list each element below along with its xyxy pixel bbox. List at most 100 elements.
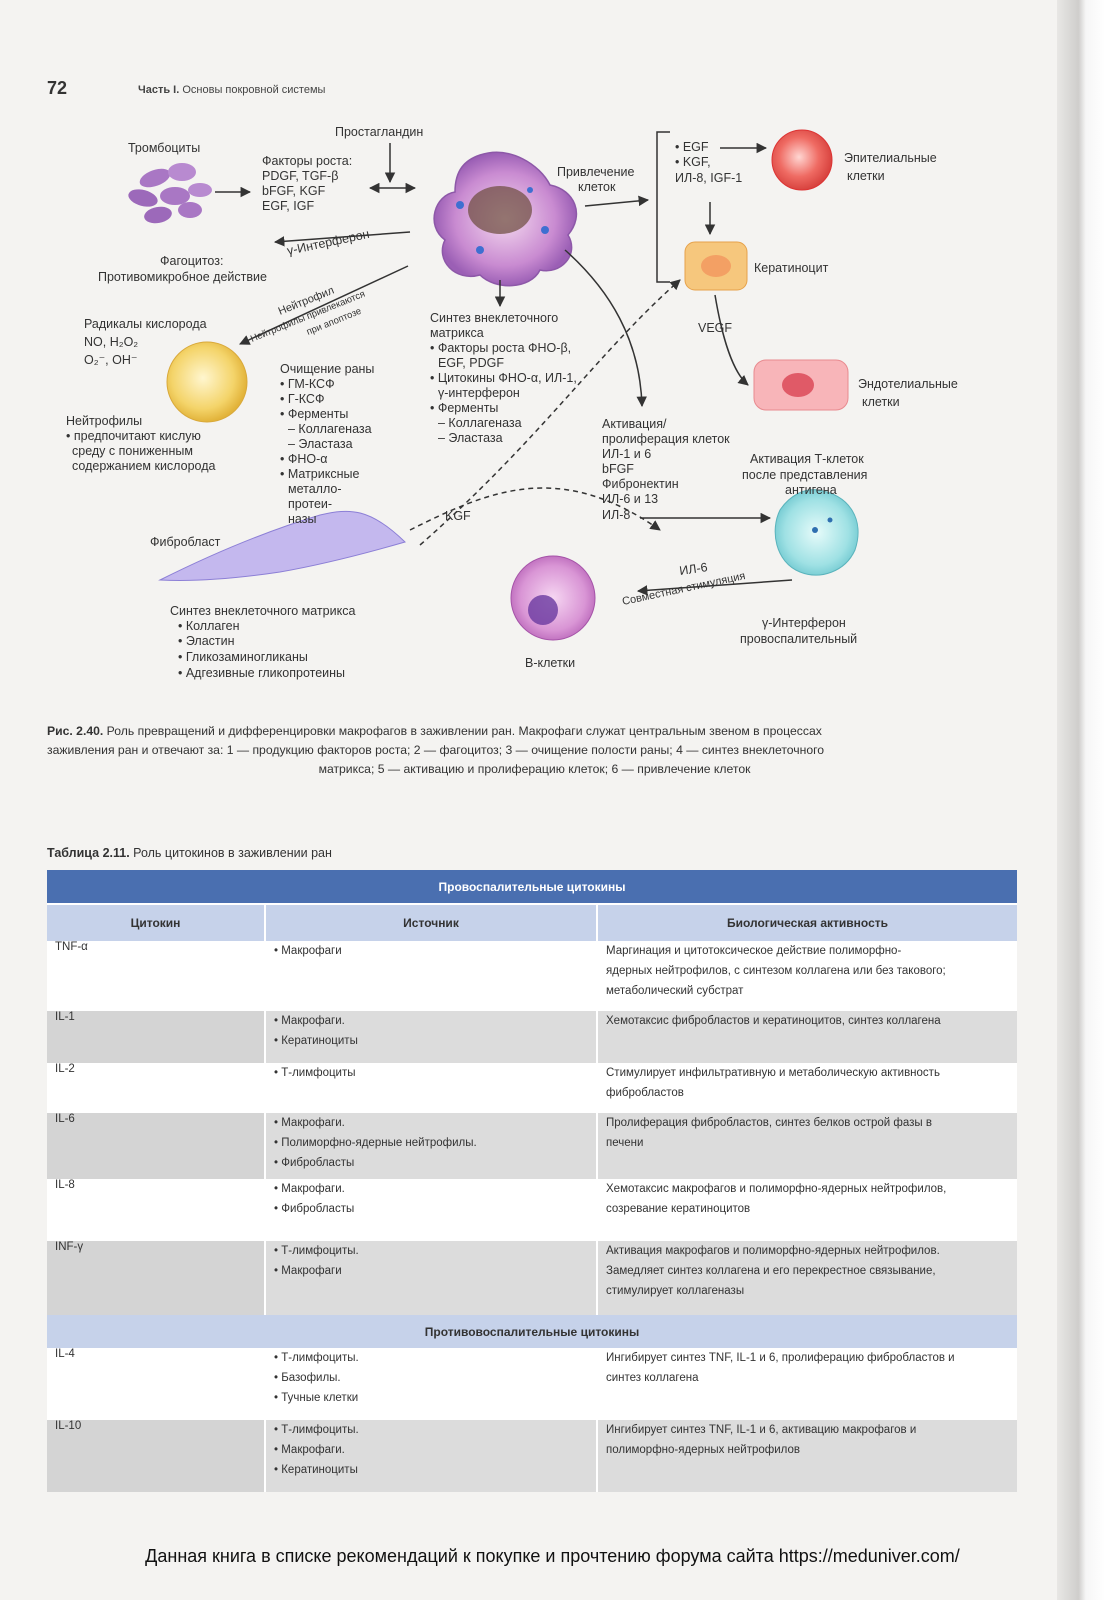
svg-text:NO, H₂O₂: NO, H₂O₂ [84,335,138,349]
svg-text:Активация Т-клеток: Активация Т-клеток [750,452,864,466]
column-header-activity: Биологическая активность [597,904,1017,941]
cell-source: • Т-лимфоциты.• Базофилы.• Тучные клетки [265,1348,597,1420]
table-row: IL-8• Макрофаги.• ФибробластыХемотаксис … [47,1179,1017,1241]
label-interferon: γ-Интерферон [286,227,371,258]
source-line: • Кератиноциты [274,1460,588,1480]
column-header-cytokine: Цитокин [47,904,265,941]
source-line: • Макрофаги. [274,1011,588,1031]
label-activation: Активация/ пролиферация клеток ИЛ-1 и 6 … [602,417,730,522]
svg-text:клетки: клетки [862,395,900,409]
cell-cytokine: IL-4 [47,1348,265,1420]
svg-text:• предпочитают кислую: • предпочитают кислую [66,429,201,443]
table-row: IL-4• Т-лимфоциты.• Базофилы.• Тучные кл… [47,1348,1017,1420]
svg-text:провоспалительный: провоспалительный [740,632,857,646]
cell-cytokine: IL-2 [47,1063,265,1113]
svg-text:EGF, PDGF: EGF, PDGF [438,356,504,370]
macrophage-cell [434,152,576,285]
running-head: Часть I. Основы покровной системы [138,84,325,96]
svg-text:– Коллагеназа: – Коллагеназа [288,422,372,436]
footer-note: Данная книга в списке рекомендаций к пок… [0,1546,1105,1567]
source-line: • Тучные клетки [274,1388,588,1408]
source-line: • Т-лимфоциты. [274,1241,588,1261]
activity-line: Хемотаксис макрофагов и полиморфно-ядерн… [606,1179,1009,1199]
svg-text:• Факторы роста ФНО-β,: • Факторы роста ФНО-β, [430,341,571,355]
svg-text:Очищение раны: Очищение раны [280,362,374,376]
page-number: 72 [47,78,67,99]
svg-text:• Цитокины ФНО-α, ИЛ-1,: • Цитокины ФНО-α, ИЛ-1, [430,371,577,385]
svg-text:γ-интерферон: γ-интерферон [438,386,520,400]
svg-text:металло-: металло- [288,482,342,496]
label-platelets: Тромбоциты [128,141,200,155]
activity-line: печени [606,1133,1009,1153]
svg-text:после представления: после представления [742,468,867,482]
cell-activity: Стимулирует инфильтративную и метаболиче… [597,1063,1017,1113]
label-wound-cleaning: Очищение раны • ГМ-КСФ • Г-КСФ • Фермент… [280,362,374,526]
source-line: • Макрофаги [274,1261,588,1281]
svg-text:среду с пониженным: среду с пониженным [72,444,193,458]
antiinflammatory-rows: IL-4• Т-лимфоциты.• Базофилы.• Тучные кл… [47,1348,1017,1492]
figure-caption: Рис. 2.40. Роль превращений и дифференци… [47,722,1022,779]
svg-text:• ФНО-α: • ФНО-α [280,452,328,466]
svg-text:пролиферация клеток: пролиферация клеток [602,432,730,446]
svg-text:ИЛ-6 и 13: ИЛ-6 и 13 [602,492,658,506]
caption-line-2: заживления ран и отвечают за: 1 — продук… [47,741,1022,760]
section-header-antiinflammatory: Противовоспалительные цитокины [47,1315,1017,1348]
epithelial-cell [772,130,832,190]
source-line: • Т-лимфоциты. [274,1420,588,1440]
label-neutrophils: Нейтрофилы • предпочитают кислую среду с… [66,414,215,473]
activity-line: метаболический субстрат [606,981,1009,1001]
svg-text:• Коллаген: • Коллаген [178,619,240,633]
svg-text:Синтез внеклеточного матрикса: Синтез внеклеточного матрикса [170,604,355,618]
cytokine-table: Провоспалительные цитокины Цитокин Источ… [47,870,1017,1492]
cell-source: • Макрофаги.• Кератиноциты [265,1011,597,1063]
svg-text:– Эластаза: – Эластаза [288,437,353,451]
svg-text:γ-Интерферон: γ-Интерферон [762,616,846,630]
section-title: Основы покровной системы [182,84,325,96]
label-il6: ИЛ-6 [678,560,708,578]
source-line: • Макрофаги. [274,1113,588,1133]
table-title: Таблица 2.11. Роль цитокинов в заживлени… [47,846,332,860]
svg-text:• Гликозаминогликаны: • Гликозаминогликаны [178,650,308,664]
label-b-cells: В-клетки [525,656,575,670]
proinflammatory-rows: TNF-α• МакрофагиМаргинация и цитотоксиче… [47,941,1017,1315]
svg-text:• Г-КСФ: • Г-КСФ [280,392,324,406]
svg-text:протеи-: протеи- [288,497,332,511]
svg-text:матрикса: матрикса [430,326,484,340]
table-row: IL-10• Т-лимфоциты.• Макрофаги.• Кератин… [47,1420,1017,1492]
cell-activity: Маргинация и цитотоксическое действие по… [597,941,1017,1011]
activity-line: Маргинация и цитотоксическое действие по… [606,941,1009,961]
cell-activity: Ингибирует синтез TNF, IL-1 и 6, активац… [597,1420,1017,1492]
label-ecm-synthesis-fibro: Синтез внеклеточного матрикса • Коллаген… [170,604,355,680]
svg-text:содержанием кислорода: содержанием кислорода [72,459,215,473]
source-line: • Макрофаги. [274,1179,588,1199]
svg-text:клеток: клеток [578,180,616,194]
cell-source: • Макрофаги [265,941,597,1011]
activity-line: созревание кератиноцитов [606,1199,1009,1219]
svg-text:• ГМ-КСФ: • ГМ-КСФ [280,377,335,391]
column-header-row: Цитокин Источник Биологическая активност… [47,904,1017,941]
cell-source: • Макрофаги.• Полиморфно-ядерные нейтроф… [265,1113,597,1179]
label-growth-factors: Факторы роста: PDGF, TGF-β bFGF, KGF EGF… [262,154,352,213]
activity-line: стимулирует коллагеназы [606,1281,1009,1301]
svg-text:Фагоцитоз:: Фагоцитоз: [160,254,223,268]
table-row: IL-6• Макрофаги.• Полиморфно-ядерные ней… [47,1113,1017,1179]
neutrophil-cell [167,342,247,422]
activity-line: фибробластов [606,1083,1009,1103]
cell-cytokine: INF-γ [47,1241,265,1315]
activity-line: ядерных нейтрофилов, с синтезом коллаген… [606,961,1009,981]
cell-activity: Пролиферация фибробластов, синтез белков… [597,1113,1017,1179]
cell-source: • Т-лимфоциты [265,1063,597,1113]
source-line: • Макрофаги. [274,1440,588,1460]
activity-line: Ингибирует синтез TNF, IL-1 и 6, пролифе… [606,1348,1009,1368]
cell-activity: Ингибирует синтез TNF, IL-1 и 6, пролифе… [597,1348,1017,1420]
svg-text:• KGF,: • KGF, [675,155,711,169]
keratinocyte-cell [685,242,747,290]
source-line: • Полиморфно-ядерные нейтрофилы. [274,1133,588,1153]
activity-line: Хемотаксис фибробластов и кератиноцитов,… [606,1011,1009,1031]
source-line: • Кератиноциты [274,1031,588,1051]
label-keratinocyte: Кератиноцит [754,261,829,275]
cell-activity: Активация макрофагов и полиморфно-ядерны… [597,1241,1017,1315]
